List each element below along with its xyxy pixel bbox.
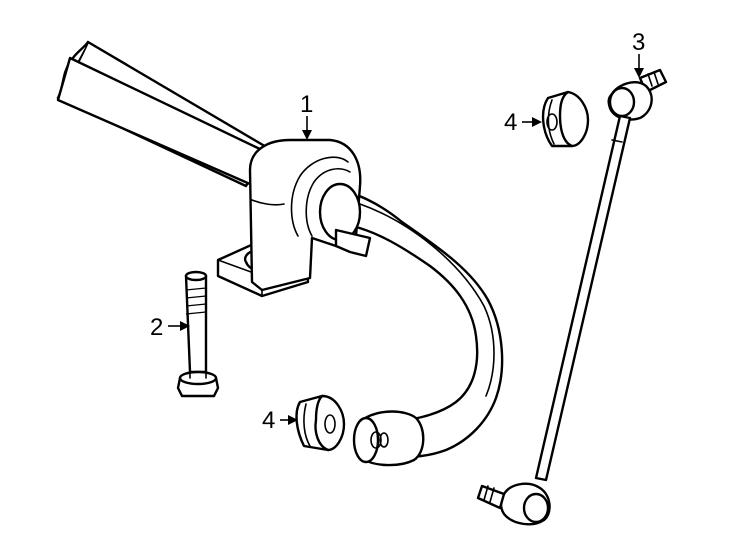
callout-4-upper: 4 — [504, 109, 542, 136]
callout-4-lower-label: 4 — [262, 407, 275, 434]
callout-1: 1 — [300, 91, 313, 140]
callout-4-upper-label: 4 — [504, 109, 517, 136]
bolt — [176, 270, 220, 398]
bushing-lower — [295, 394, 346, 452]
callout-3-label: 3 — [632, 29, 645, 56]
stabilizer-link — [476, 68, 668, 526]
callout-2: 2 — [150, 314, 190, 341]
callout-2-label: 2 — [150, 314, 163, 341]
callout-1-label: 1 — [300, 91, 313, 118]
callout-3: 3 — [632, 29, 645, 78]
stabilizer-bar — [56, 40, 504, 467]
callout-4-lower: 4 — [262, 407, 298, 434]
bushing-bracket — [216, 138, 372, 298]
bushing-upper — [541, 90, 590, 148]
